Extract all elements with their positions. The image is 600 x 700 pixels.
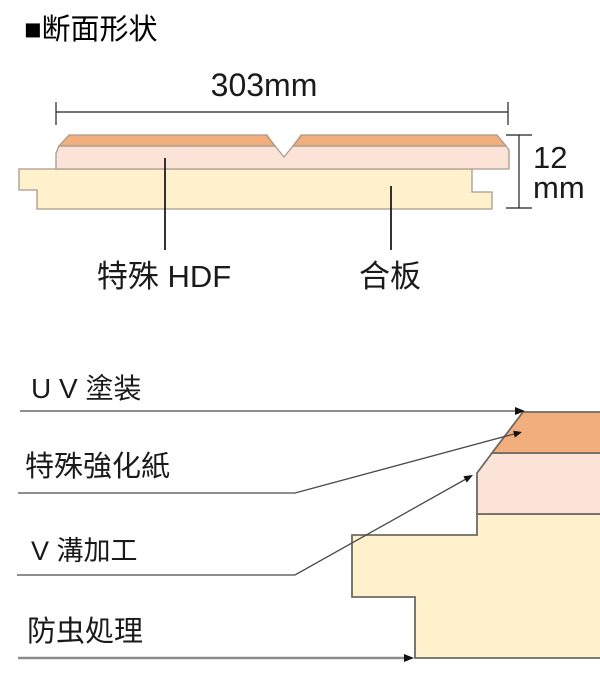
insect-treatment-label: 防虫処理 bbox=[27, 616, 144, 648]
thickness-dimension-label: 12 mm bbox=[533, 140, 585, 205]
plywood-layer-shape bbox=[18, 168, 493, 210]
width-dimension-line bbox=[55, 102, 509, 125]
width-dimension-label: 303mm bbox=[210, 67, 318, 103]
layer-detail-drawing bbox=[351, 411, 600, 659]
detail-hdf-shape bbox=[476, 452, 600, 515]
thickness-dimension-line bbox=[506, 134, 532, 209]
plywood-label: 合板 bbox=[359, 259, 421, 294]
reinforced-paper-label: 特殊強化紙 bbox=[25, 451, 171, 483]
section-heading: ■断面形状 bbox=[24, 14, 158, 46]
groove-arrowhead-icon bbox=[463, 475, 473, 483]
detail-plywood-shape bbox=[351, 513, 600, 659]
floor-board-cross-section bbox=[18, 132, 510, 210]
uv-coating-label: U V 塗装 bbox=[31, 373, 142, 404]
uv-coating-callout bbox=[20, 407, 525, 415]
thickness-value: 12 bbox=[533, 140, 568, 175]
uv-arrowhead-icon bbox=[515, 407, 525, 415]
thickness-unit: mm bbox=[533, 170, 585, 205]
detail-surface-shape bbox=[490, 411, 600, 454]
v-groove-callout bbox=[17, 475, 473, 576]
reinforced-paper-callout bbox=[18, 430, 522, 494]
hdf-label: 特殊 HDF bbox=[96, 259, 232, 294]
insect-treatment-callout bbox=[18, 654, 414, 662]
paper-arrowhead-icon bbox=[513, 430, 522, 438]
insect-arrowhead-icon bbox=[404, 654, 414, 662]
v-groove-notch bbox=[266, 132, 302, 157]
v-groove-label: V 溝加工 bbox=[31, 536, 138, 566]
